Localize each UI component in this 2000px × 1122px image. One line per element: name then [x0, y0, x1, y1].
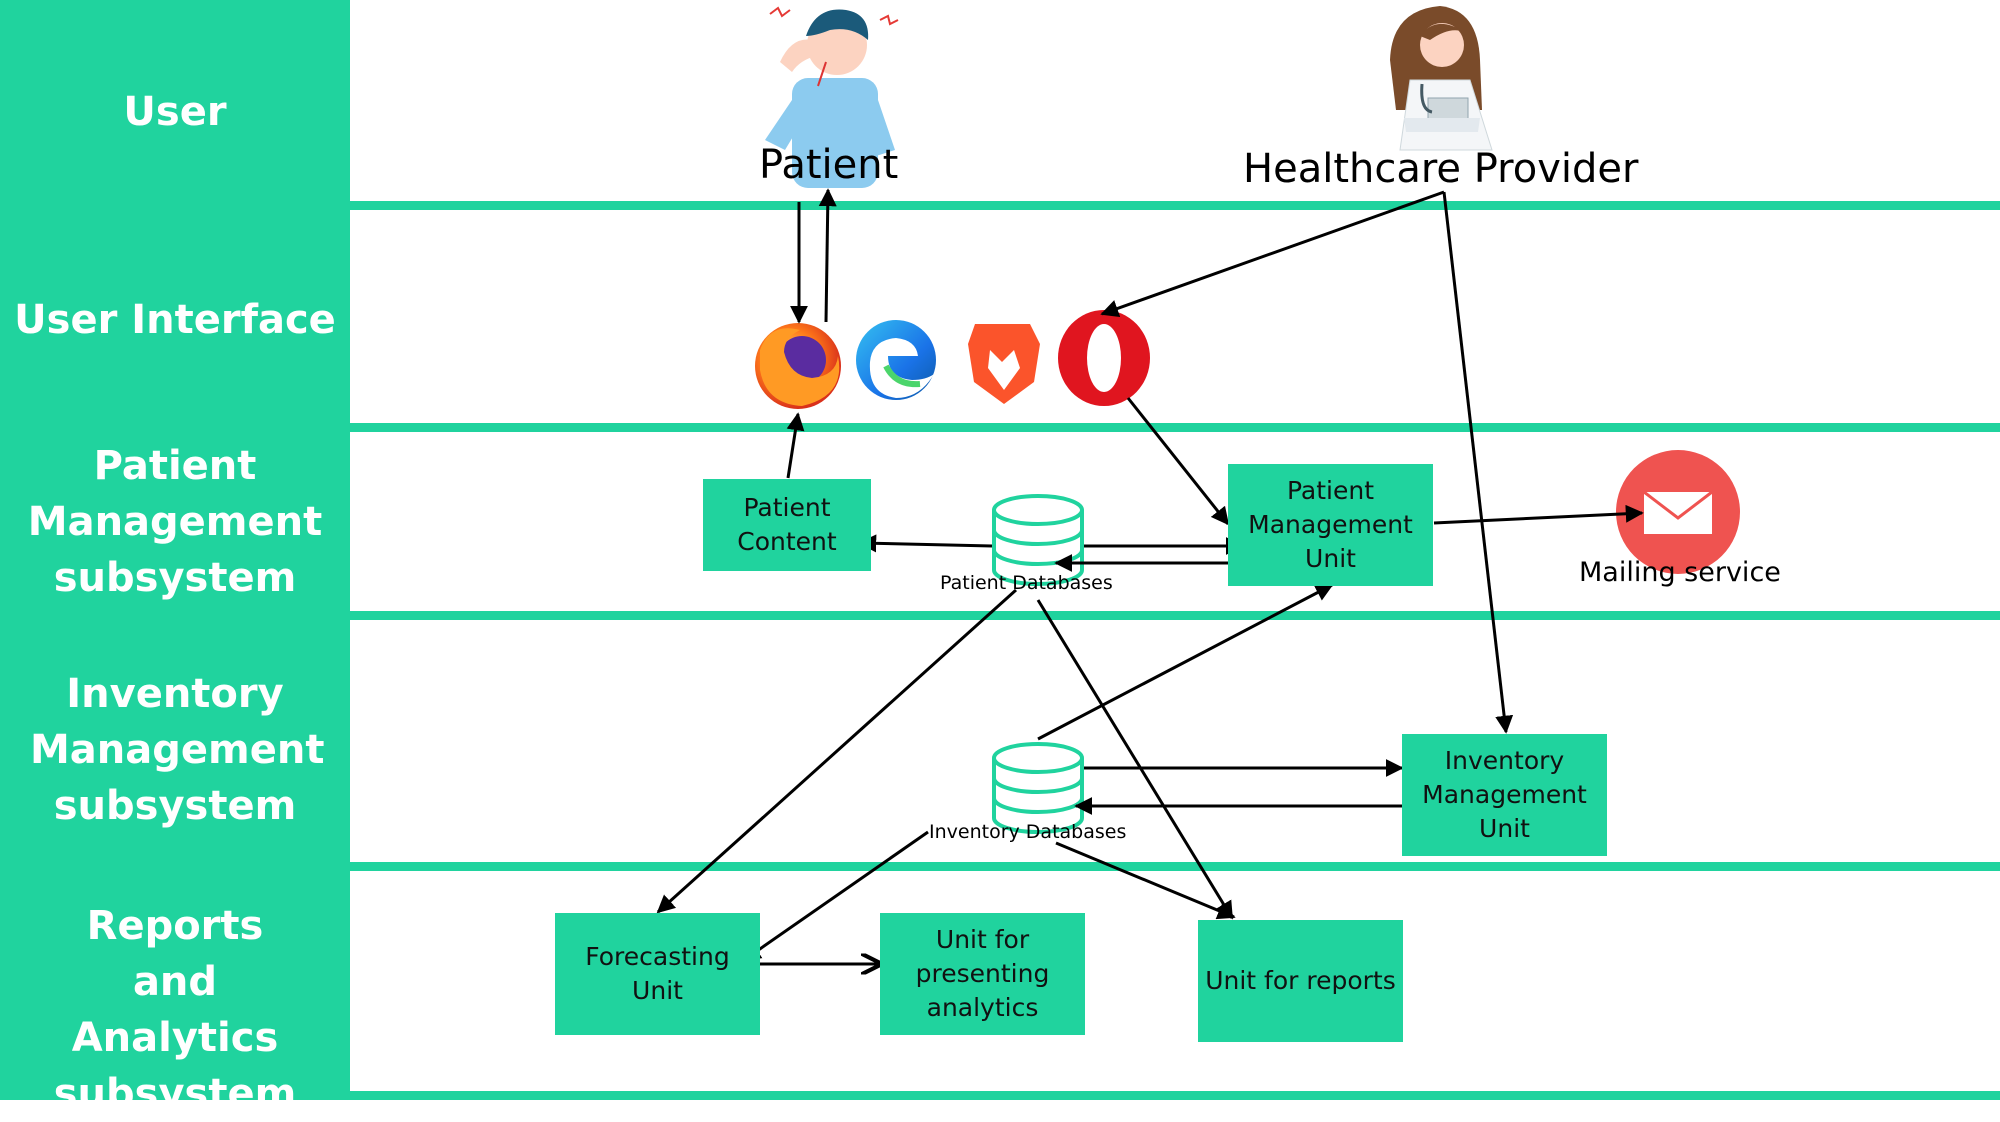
- lane-divider: [350, 423, 2000, 432]
- lane-sidebar: [0, 0, 350, 1100]
- inventory-management-unit-box: Inventory Management Unit: [1402, 734, 1607, 856]
- arrow: [656, 588, 1018, 914]
- patient-label: Patient: [759, 142, 899, 188]
- lane-divider: [350, 1091, 2000, 1100]
- arrow: [742, 830, 929, 962]
- healthcare-provider-label: Healthcare Provider: [1243, 146, 1639, 192]
- arrow: [1055, 841, 1236, 920]
- lane-label-inventory-management: Inventory Management subsystem: [30, 671, 325, 829]
- arrow: [1433, 504, 1644, 525]
- mailing-service-label: Mailing service: [1579, 557, 1781, 588]
- lane-label-patient-management: Patient Management subsystem: [27, 443, 323, 601]
- arrow: [786, 412, 805, 479]
- patient-illustration: [765, 6, 899, 188]
- arrow: [1126, 397, 1230, 526]
- patient-management-unit-box: Patient Management Unit: [1228, 464, 1433, 586]
- forecasting-unit-box: Forecasting Unit: [555, 913, 760, 1035]
- inventory-databases-label: Inventory Databases: [929, 821, 1127, 843]
- patient-content-box: Patient Content: [703, 479, 871, 571]
- arrow: [818, 188, 837, 323]
- patient-databases-label: Patient Databases: [940, 572, 1113, 594]
- firefox-icon: [755, 323, 841, 409]
- mail-icon: [1616, 450, 1740, 574]
- opera-icon: [1058, 310, 1150, 406]
- arrow: [1100, 190, 1445, 318]
- reports-unit-box: Unit for reports: [1198, 920, 1403, 1042]
- lane-divider: [350, 201, 2000, 210]
- patient-database-icon: [992, 494, 1084, 586]
- arrow: [1036, 599, 1234, 920]
- inventory-database-icon: [992, 742, 1084, 834]
- lane-label-user-interface: User Interface: [14, 297, 336, 343]
- lane-divider: [350, 862, 2000, 871]
- edge-icon: [856, 320, 936, 400]
- presenting-analytics-unit-box: Unit for presenting analytics: [880, 913, 1085, 1035]
- brave-icon: [968, 324, 1040, 404]
- arrow: [858, 534, 993, 553]
- arrow: [1037, 583, 1334, 741]
- lane-divider: [350, 611, 2000, 620]
- provider-illustration: [1390, 6, 1493, 151]
- arrow: [1442, 191, 1514, 734]
- lane-label-user: User: [123, 89, 227, 135]
